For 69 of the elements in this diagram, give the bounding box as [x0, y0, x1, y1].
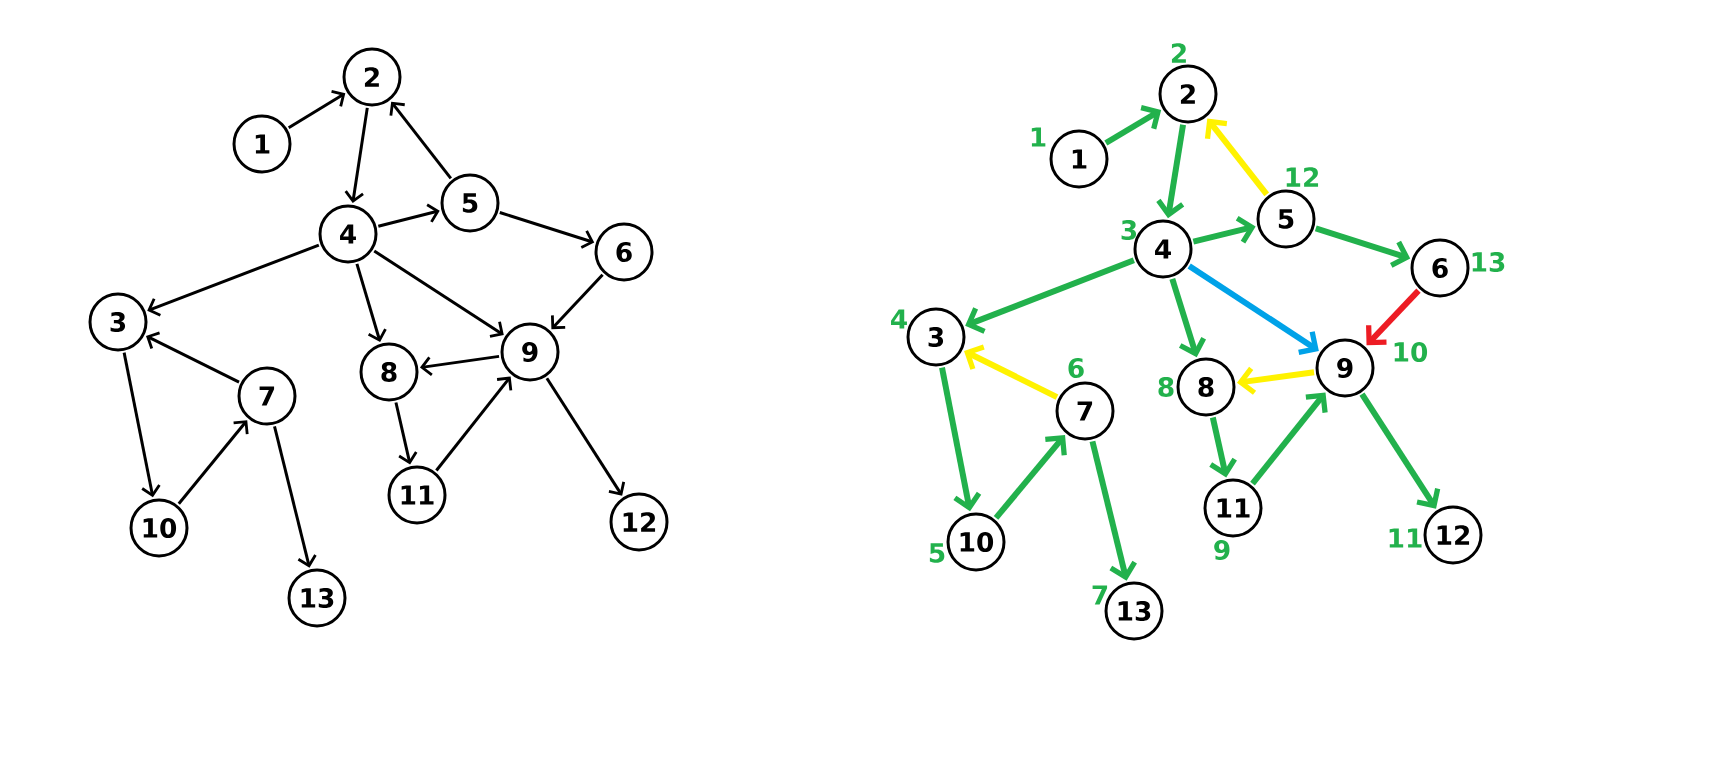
graph-node: 11 — [1203, 478, 1263, 538]
order-number: 2 — [1171, 43, 1186, 63]
graph-node: 6 — [594, 222, 654, 282]
graph-node: 1 — [1049, 129, 1109, 189]
graph-node: 7 — [237, 366, 297, 426]
arrow — [1204, 118, 1270, 197]
order-number: 9 — [1214, 540, 1230, 560]
graph-node: 8 — [359, 342, 419, 402]
arrow — [1104, 105, 1162, 146]
arrow — [1156, 124, 1186, 219]
graph-node: 10 — [946, 512, 1006, 572]
graph-node: 4 — [318, 204, 378, 264]
graph-node: 13 — [287, 568, 347, 628]
arrow — [373, 249, 504, 338]
graph-node: 5 — [1256, 189, 1316, 249]
graph-node: 1 — [232, 114, 292, 174]
order-number: 8 — [1158, 377, 1174, 397]
order-number: 12 — [1286, 167, 1319, 187]
arrow — [545, 377, 626, 496]
arrow — [146, 331, 240, 384]
arrow — [1187, 263, 1319, 355]
order-number: 11 — [1389, 528, 1422, 548]
arrow — [1366, 288, 1421, 346]
arrow — [435, 376, 513, 472]
order-number: 5 — [929, 543, 945, 563]
graph-node: 9 — [500, 322, 560, 382]
graph-node: 12 — [1423, 505, 1483, 565]
arrow — [389, 101, 452, 180]
arrow — [499, 211, 595, 249]
graph-node: 11 — [387, 465, 447, 525]
arrow — [1192, 216, 1256, 245]
arrow — [1169, 277, 1207, 358]
arrow — [1359, 392, 1441, 509]
graph-node: 8 — [1176, 357, 1236, 417]
arrow — [939, 367, 982, 512]
order-number: 4 — [891, 309, 907, 329]
order-number: 10 — [1394, 342, 1428, 362]
arrow — [147, 243, 320, 317]
arrow — [122, 352, 161, 498]
arrow — [1236, 366, 1315, 395]
arrow — [344, 107, 369, 204]
graph-node: 12 — [609, 492, 669, 552]
graph-node: 6 — [1410, 238, 1470, 298]
graph-node: 10 — [129, 498, 189, 558]
arrow — [355, 263, 387, 343]
order-number: 1 — [1031, 127, 1046, 147]
arrow — [273, 425, 317, 568]
graph-node: 9 — [1315, 338, 1375, 398]
arrow — [964, 344, 1059, 400]
arrow — [965, 257, 1135, 334]
order-number: 6 — [1068, 358, 1084, 378]
order-number: 13 — [1472, 252, 1505, 272]
arrow — [551, 273, 604, 330]
arrow — [1250, 392, 1328, 486]
arrow — [394, 402, 418, 465]
arrow — [1314, 225, 1411, 268]
arrow — [1209, 416, 1237, 478]
arrow — [993, 435, 1067, 520]
arrow — [177, 420, 249, 505]
graph-node: 3 — [906, 307, 966, 367]
arrow — [287, 89, 346, 129]
graph-node: 5 — [440, 173, 500, 233]
arrow — [419, 354, 500, 376]
arrow — [1089, 440, 1137, 581]
graph-node: 3 — [88, 292, 148, 352]
graph-node: 2 — [1158, 64, 1218, 124]
graph-node: 2 — [342, 47, 402, 107]
arrow — [377, 203, 440, 228]
graph-node: 7 — [1055, 381, 1115, 441]
